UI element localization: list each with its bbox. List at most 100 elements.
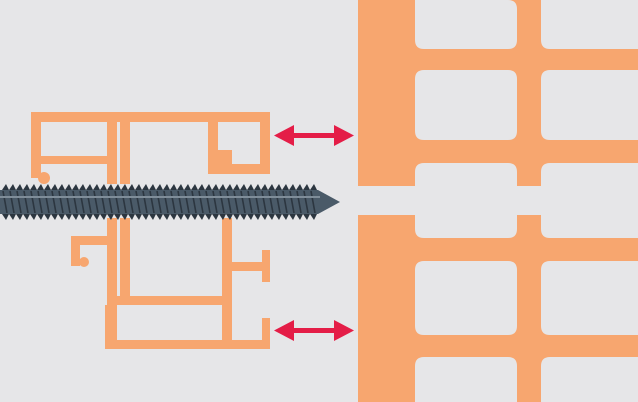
screw-thread-tooth xyxy=(72,184,79,190)
screw-thread-tooth xyxy=(170,214,177,220)
screw-thread-tooth xyxy=(9,184,16,190)
screw-thread-tooth xyxy=(149,214,156,220)
screw-thread-line xyxy=(65,190,71,214)
profile-lower-wall-2 xyxy=(120,218,130,300)
screw-thread-line xyxy=(177,190,183,214)
profile-lower-hook-tip xyxy=(79,257,89,267)
screw-thread-tooth xyxy=(275,184,282,190)
screw-thread-tooth xyxy=(163,184,170,190)
screw-thread-tooth xyxy=(128,214,135,220)
screw-thread-line xyxy=(149,190,155,214)
brick-web-lower xyxy=(517,215,541,238)
screw-thread-tooth xyxy=(296,214,303,220)
screw-thread-tooth xyxy=(219,214,226,220)
screw-thread-line xyxy=(142,190,148,214)
screw-thread-line xyxy=(128,190,134,214)
screw-thread-tooth xyxy=(107,214,114,220)
screw-thread-line xyxy=(86,190,92,214)
screw-thread-tooth xyxy=(261,214,268,220)
screw-thread-tooth xyxy=(51,184,58,190)
screw-thread-line xyxy=(121,190,127,214)
screw-thread-tooth xyxy=(184,214,191,220)
screw-thread-tooth xyxy=(44,214,51,220)
screw-thread-tooth xyxy=(128,184,135,190)
screw-thread-line xyxy=(135,190,141,214)
screw-thread-tooth xyxy=(2,214,9,220)
screw-thread-tooth xyxy=(310,214,317,220)
profile-lower-hook-stem xyxy=(71,236,80,266)
screw-thread-tooth xyxy=(261,184,268,190)
screw-thread-tooth xyxy=(233,184,240,190)
profile-bottom-left-stub xyxy=(105,305,117,349)
screw-thread-tooth xyxy=(51,214,58,220)
screw-thread-tooth xyxy=(177,184,184,190)
screw-thread-tooth xyxy=(289,184,296,190)
profile-top-wall xyxy=(31,112,270,122)
profile-inner-wall-1 xyxy=(107,112,117,184)
screw-thread-line xyxy=(93,190,99,214)
screw-thread-line xyxy=(303,190,309,214)
screw-thread-tooth xyxy=(156,184,163,190)
screw-thread-line xyxy=(9,190,15,214)
profile-right-outer-wall xyxy=(260,112,270,174)
screw-thread-line xyxy=(51,190,57,214)
screw-thread-tooth xyxy=(233,214,240,220)
screw-thread-tooth xyxy=(16,184,23,190)
screw-thread-tooth xyxy=(16,214,23,220)
screw-thread-line xyxy=(30,190,36,214)
profile-lower-hook-bar xyxy=(71,236,117,245)
profile-right-inner-wall xyxy=(222,218,232,348)
screw-thread-tooth xyxy=(114,184,121,190)
double-headed-arrow-icon xyxy=(274,125,354,341)
screw-thread-tooth xyxy=(268,184,275,190)
screw-thread-line xyxy=(163,190,169,214)
screw-thread-tooth xyxy=(72,214,79,220)
screw-thread-tooth xyxy=(37,184,44,190)
screw-thread-line xyxy=(72,190,78,214)
screw-thread-tooth xyxy=(205,184,212,190)
screw-thread-tooth xyxy=(149,184,156,190)
screw-thread-tooth xyxy=(114,214,121,220)
screw-thread-tooth xyxy=(247,214,254,220)
screw-thread-tooth xyxy=(121,184,128,190)
screw-threads xyxy=(2,184,317,220)
screw-thread-line xyxy=(261,190,267,214)
profile-upper-flange-lip xyxy=(262,250,270,282)
screw-thread-tooth xyxy=(226,184,233,190)
screw-thread-line xyxy=(44,190,50,214)
profile-right-lip xyxy=(218,150,232,164)
screw-thread-line xyxy=(233,190,239,214)
screw-thread-tooth xyxy=(289,214,296,220)
profile-upper-flange xyxy=(232,262,270,271)
screw-thread-tooth xyxy=(30,214,37,220)
screw-thread-tooth xyxy=(58,184,65,190)
brick-wall xyxy=(358,0,638,402)
profile-right-chamber-floor xyxy=(208,164,270,174)
screw-thread-line xyxy=(226,190,232,214)
screw-thread-tooth xyxy=(86,214,93,220)
screw-thread-tooth xyxy=(100,214,107,220)
screw-thread-tooth xyxy=(58,214,65,220)
screw-thread-tooth xyxy=(240,214,247,220)
screw-thread-tooth xyxy=(303,214,310,220)
screw-thread-tooth xyxy=(163,214,170,220)
screw-thread-tooth xyxy=(170,184,177,190)
profile-left-chamber-floor xyxy=(31,156,111,164)
screw-thread-tooth xyxy=(44,184,51,190)
profile-lower-wall-1 xyxy=(107,218,117,348)
screw-thread-tooth xyxy=(296,184,303,190)
screw-thread-tooth xyxy=(184,184,191,190)
screw-thread-tooth xyxy=(212,184,219,190)
profile-left-wall xyxy=(31,112,41,178)
screw-thread-tooth xyxy=(254,214,261,220)
screw-thread-line xyxy=(275,190,281,214)
screw-thread-line xyxy=(79,190,85,214)
frame-profile xyxy=(31,112,270,349)
screw-thread-tooth xyxy=(93,184,100,190)
screw-thread-tooth xyxy=(79,214,86,220)
screw-body xyxy=(0,190,340,214)
screw-thread-tooth xyxy=(240,184,247,190)
screw-thread-line xyxy=(37,190,43,214)
profile-bottom-wall xyxy=(105,340,270,349)
screw-thread-line xyxy=(240,190,246,214)
